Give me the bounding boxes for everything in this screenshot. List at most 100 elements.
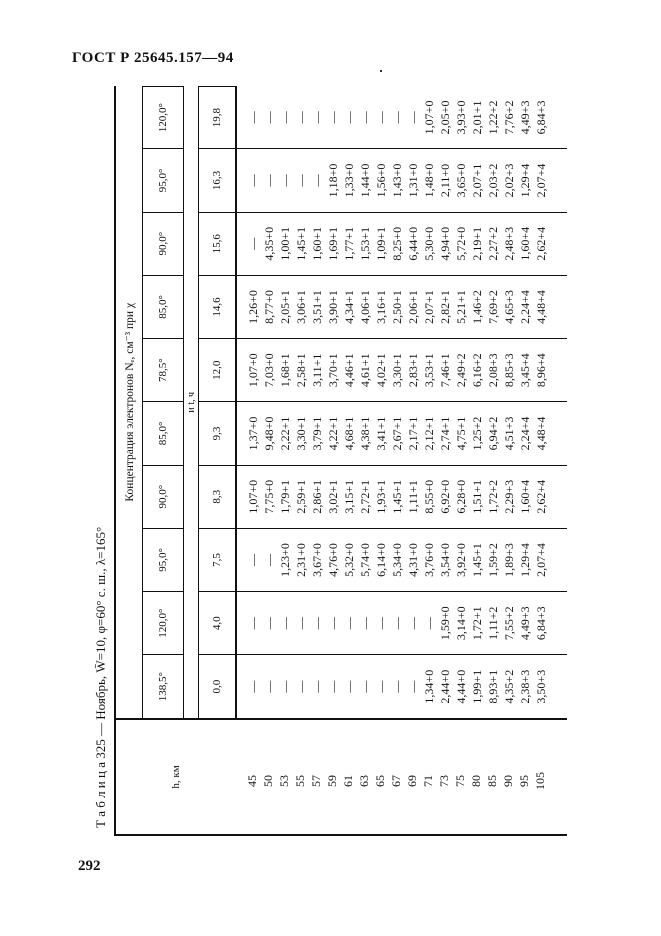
data-cell: 8,77+0	[262, 290, 276, 324]
data-cell: 1,59+2	[486, 543, 500, 577]
data-cell: 1,29+4	[518, 163, 532, 198]
chi-header-cell: 138,5°	[142, 654, 184, 719]
data-cell: —	[278, 111, 292, 124]
data-cell: 4,61+1	[358, 353, 372, 388]
data-cell: 5,21+1	[454, 290, 468, 324]
data-cell: —	[406, 111, 420, 124]
data-cell: —	[358, 680, 372, 693]
h-value: 67	[389, 775, 403, 787]
data-cell: 1,51+1	[470, 479, 484, 514]
data-cell: 3,53+1	[422, 353, 436, 388]
data-cell: 2,67+1	[390, 416, 404, 451]
chi-header-cell: 95,0°	[142, 148, 184, 213]
data-cell: 1,26+0	[246, 290, 260, 324]
data-cell: 4,48+4	[534, 416, 548, 451]
data-cell: —	[262, 174, 276, 187]
data-cell: 1,69+1	[326, 226, 340, 261]
data-cell: 5,74+0	[358, 543, 372, 577]
data-cell: —	[278, 174, 292, 187]
t-header-cell: 8,3	[198, 465, 236, 529]
data-cell: 3,02+1	[326, 479, 340, 514]
h-value: 105	[533, 772, 547, 790]
chi-header-cell: 120,0°	[142, 591, 184, 655]
chi-header-cell: 85,0°	[142, 275, 184, 339]
data-cell: 3,79+1	[310, 416, 324, 451]
data-cell: 4,38+1	[358, 416, 372, 451]
data-cell: 2,59+1	[294, 479, 308, 514]
data-cell: 3,90+1	[326, 290, 340, 324]
data-cell: 1,18+0	[326, 163, 340, 198]
data-cell: 3,65+0	[454, 163, 468, 198]
data-cell: 1,11+2	[486, 606, 500, 640]
data-cell: —	[262, 617, 276, 630]
data-cell: 4,46+1	[342, 353, 356, 388]
data-cell: —	[278, 680, 292, 693]
data-cell: 3,93+0	[454, 100, 468, 135]
chi-header-cell: 90,0°	[142, 465, 184, 529]
data-cell: 1,33+0	[342, 163, 356, 198]
data-cell: 1,48+0	[422, 163, 436, 198]
t-header-cell: 12,0	[198, 338, 236, 402]
h-value: 85	[485, 775, 499, 787]
data-cell: —	[294, 174, 308, 187]
data-cell: 7,76+2	[502, 100, 516, 135]
data-cell: —	[374, 680, 388, 693]
h-value: 90	[501, 775, 515, 787]
data-cell: 4,44+0	[454, 669, 468, 704]
data-cell: 5,30+0	[422, 226, 436, 261]
t-header-cell: 16,3	[198, 148, 236, 213]
data-cell: 2,48+3	[502, 226, 516, 261]
data-cell: 1,93+1	[374, 479, 388, 514]
data-cell: 2,07+4	[534, 543, 548, 577]
data-cell: 1,34+0	[422, 669, 436, 704]
h-value: 61	[341, 775, 355, 787]
data-cell: 2,62+4	[534, 226, 548, 261]
data-cell: 1,45+1	[390, 479, 404, 514]
data-cell: 1,45+1	[470, 543, 484, 577]
data-cell: 1,99+1	[470, 669, 484, 704]
data-cell: 2,27+2	[486, 226, 500, 261]
data-cell: —	[246, 617, 260, 630]
data-cell: 2,24+4	[518, 416, 532, 451]
data-cell: 2,50+1	[390, 290, 404, 324]
chi-header-cell: 85,0°	[142, 401, 184, 466]
data-cell: —	[342, 680, 356, 693]
h-value: 73	[437, 775, 451, 787]
data-cell: 6,44+0	[406, 226, 420, 261]
data-cell: 3,16+1	[374, 290, 388, 324]
data-cell: 2,82+1	[438, 290, 452, 324]
data-cell: —	[262, 553, 276, 566]
data-cell: 2,49+2	[454, 353, 468, 388]
data-cell: 1,07+0	[246, 479, 260, 514]
data-cell: 4,51+3	[502, 416, 516, 451]
data-cell: —	[294, 617, 308, 630]
data-cell: 3,15+1	[342, 479, 356, 514]
data-cell: 2,11+0	[438, 163, 452, 198]
h-value: 45	[245, 775, 259, 787]
h-value: 69	[405, 775, 419, 787]
data-cell: 1,00+1	[278, 226, 292, 261]
data-cell: 6,14+0	[374, 543, 388, 577]
data-cell: 7,55+2	[502, 606, 516, 641]
data-cell: 4,65+3	[502, 290, 516, 324]
data-cell: —	[246, 553, 260, 566]
data-cell: 2,86+1	[310, 479, 324, 514]
data-cell: 4,48+4	[534, 290, 548, 324]
data-cell: 1,68+1	[278, 353, 292, 388]
data-cell: 3,41+1	[374, 416, 388, 451]
t-header-cell: 4,0	[198, 591, 236, 655]
data-cell: 2,72+1	[358, 479, 372, 514]
data-cell: 6,92+0	[438, 479, 452, 514]
data-cell: 3,06+1	[294, 290, 308, 324]
data-cell: 7,69+2	[486, 290, 500, 324]
data-cell: —	[390, 680, 404, 693]
data-cell: —	[326, 617, 340, 630]
h-value: 50	[261, 775, 275, 787]
data-cell: 2,06+1	[406, 290, 420, 324]
data-cell: 2,29+3	[502, 479, 516, 514]
h-value: 75	[453, 775, 467, 787]
